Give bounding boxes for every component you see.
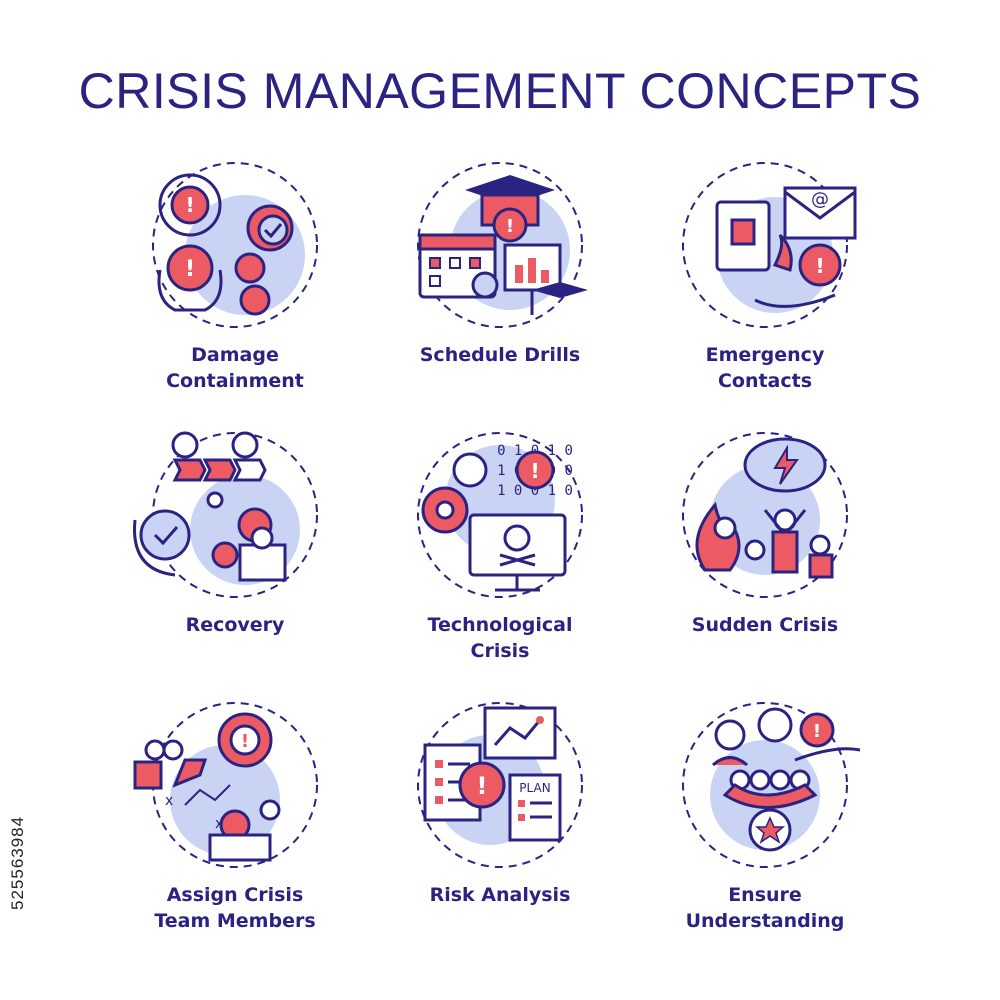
svg-text:!: ! — [506, 216, 514, 237]
svg-text:x: x — [215, 816, 223, 832]
concept-recovery: Recovery — [105, 420, 365, 680]
label-emergency-contacts: Emergency Contacts — [705, 344, 825, 392]
label-risk-analysis: Risk Analysis — [429, 884, 571, 906]
svg-text:x: x — [165, 793, 173, 809]
svg-text:@: @ — [811, 189, 829, 210]
recovery-icon — [133, 431, 318, 598]
sudden-crisis-icon — [682, 432, 848, 598]
svg-text:PLAN: PLAN — [519, 781, 550, 795]
label-sudden-crisis: Sudden Crisis — [691, 614, 839, 636]
emergency-contacts-icon: @ ! — [682, 162, 857, 328]
svg-text:!: ! — [477, 772, 488, 800]
concept-damage-containment: ! ! Damage Containment — [105, 150, 365, 410]
ensure-understanding-icon: ! — [682, 702, 861, 868]
svg-text:!: ! — [241, 731, 249, 752]
concept-emergency-contacts: @ ! Emergency Contacts — [635, 150, 895, 410]
label-assign-team: Assign Crisis Team Members — [154, 884, 316, 932]
label-ensure-understanding: Ensure Understanding — [685, 884, 845, 932]
concept-schedule-drills: ! Schedule Drills — [370, 150, 630, 410]
svg-text:!: ! — [813, 721, 821, 742]
concept-ensure-understanding: ! Ensure Understanding — [635, 690, 895, 950]
schedule-drills-icon: ! — [417, 162, 588, 328]
page-title: CRISIS MANAGEMENT CONCEPTS — [78, 63, 922, 119]
label-technological-crisis: Technological Crisis — [427, 614, 573, 662]
label-damage-containment: Damage Containment — [166, 344, 304, 392]
technological-crisis-icon: 0 1 0 1 0 1 0 1 0 0 1 0 0 1 0 ! — [417, 432, 583, 598]
svg-text:!: ! — [185, 193, 194, 217]
damage-containment-icon: ! ! — [152, 162, 318, 328]
svg-text:!: ! — [530, 459, 539, 483]
concept-technological-crisis: 0 1 0 1 0 1 0 1 0 0 1 0 0 1 0 ! Technolo… — [370, 420, 630, 680]
svg-text:!: ! — [815, 254, 824, 278]
label-schedule-drills: Schedule Drills — [419, 344, 581, 366]
label-recovery: Recovery — [185, 614, 285, 636]
concept-assign-team: ! x x Assign Crisis Team Members — [105, 690, 365, 950]
concept-sudden-crisis: Sudden Crisis — [635, 420, 895, 680]
risk-analysis-icon: ! PLAN — [417, 702, 583, 868]
assign-team-icon: ! x x — [133, 702, 318, 868]
stock-id: 525563984 — [8, 815, 27, 910]
concept-risk-analysis: ! PLAN Risk Analysis — [370, 690, 630, 950]
svg-text:!: ! — [185, 257, 195, 282]
svg-text:1 0 0 1 0: 1 0 0 1 0 — [497, 483, 573, 499]
